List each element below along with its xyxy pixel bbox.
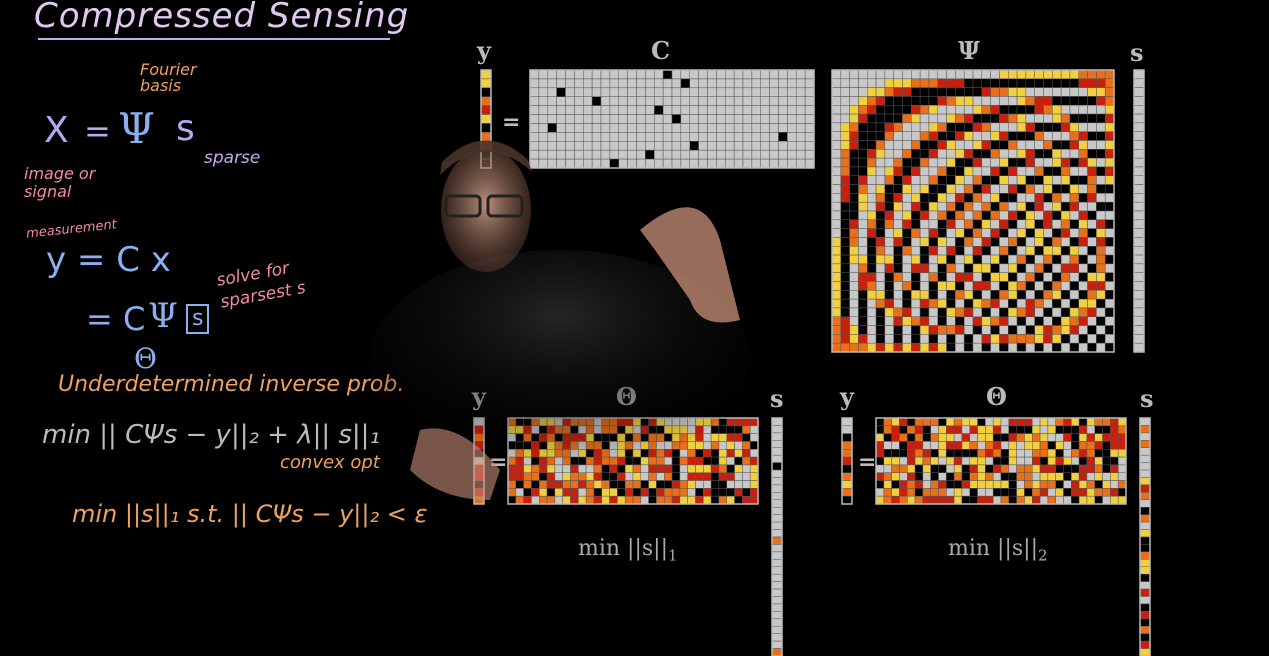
underdetermined-note: Underdetermined inverse prob. bbox=[58, 372, 405, 397]
glasses-left bbox=[444, 194, 482, 218]
psi-matrix-frame bbox=[831, 69, 1115, 353]
right-theta-cell-frame bbox=[875, 417, 1127, 505]
glasses-right bbox=[486, 194, 524, 218]
left-min-l1-label: min ||s||1 bbox=[578, 536, 678, 564]
face-shape bbox=[441, 148, 531, 272]
convex-note: convex opt bbox=[280, 452, 380, 473]
lower-hand bbox=[410, 428, 500, 500]
eq3-psi: Ψ bbox=[148, 296, 178, 336]
top-s-vector-frame bbox=[1133, 69, 1145, 353]
right-y-label: y bbox=[840, 382, 854, 411]
left-min-subscript: 1 bbox=[668, 546, 678, 565]
theta-note: Θ bbox=[134, 342, 157, 375]
right-equals-sign: = bbox=[858, 450, 877, 475]
formula-constrained: min ||s||₁ s.t. || CΨs − y||₂ < ε bbox=[72, 500, 428, 528]
eq3-s-boxed: s bbox=[186, 304, 210, 334]
eq3-lhs: = C bbox=[86, 300, 146, 338]
shirt-shape bbox=[370, 250, 750, 470]
left-s-label: s bbox=[770, 384, 784, 413]
top-psi-label: Ψ bbox=[958, 36, 980, 65]
right-min-text: min ||s|| bbox=[948, 536, 1038, 561]
hair-shape bbox=[440, 140, 532, 175]
left-min-text: min ||s|| bbox=[578, 536, 668, 561]
top-y-label: y bbox=[477, 36, 491, 65]
eq1-x: X bbox=[44, 110, 69, 151]
top-s-label: s bbox=[1130, 38, 1144, 67]
title-underline bbox=[38, 38, 390, 40]
eq2: y = C x bbox=[46, 240, 171, 280]
raised-hand bbox=[640, 207, 740, 323]
eq1-s: s bbox=[176, 108, 195, 149]
eq1-equals: = bbox=[84, 112, 111, 150]
top-equals-sign: = bbox=[502, 110, 521, 135]
image-note: image or signal bbox=[24, 164, 96, 201]
board-title: Compressed Sensing bbox=[34, 0, 410, 36]
right-min-l2-label: min ||s||2 bbox=[948, 536, 1048, 564]
right-min-subscript: 2 bbox=[1038, 546, 1048, 565]
eq1-psi: Ψ bbox=[118, 104, 155, 153]
right-theta-label: Θ bbox=[986, 382, 1007, 411]
left-s-vector-frame bbox=[771, 417, 783, 656]
right-s-label: s bbox=[1140, 384, 1154, 413]
right-y-vector-frame bbox=[841, 417, 853, 505]
formula-lasso: min || CΨs − y||₂ + λ|| s||₁ bbox=[42, 420, 380, 450]
top-c-label: C bbox=[651, 36, 671, 65]
sparse-note: sparse bbox=[204, 148, 261, 168]
fourier-note: Fourier basis bbox=[140, 60, 197, 95]
c-matrix-frame bbox=[529, 69, 815, 169]
right-s-vector-frame bbox=[1139, 417, 1151, 656]
